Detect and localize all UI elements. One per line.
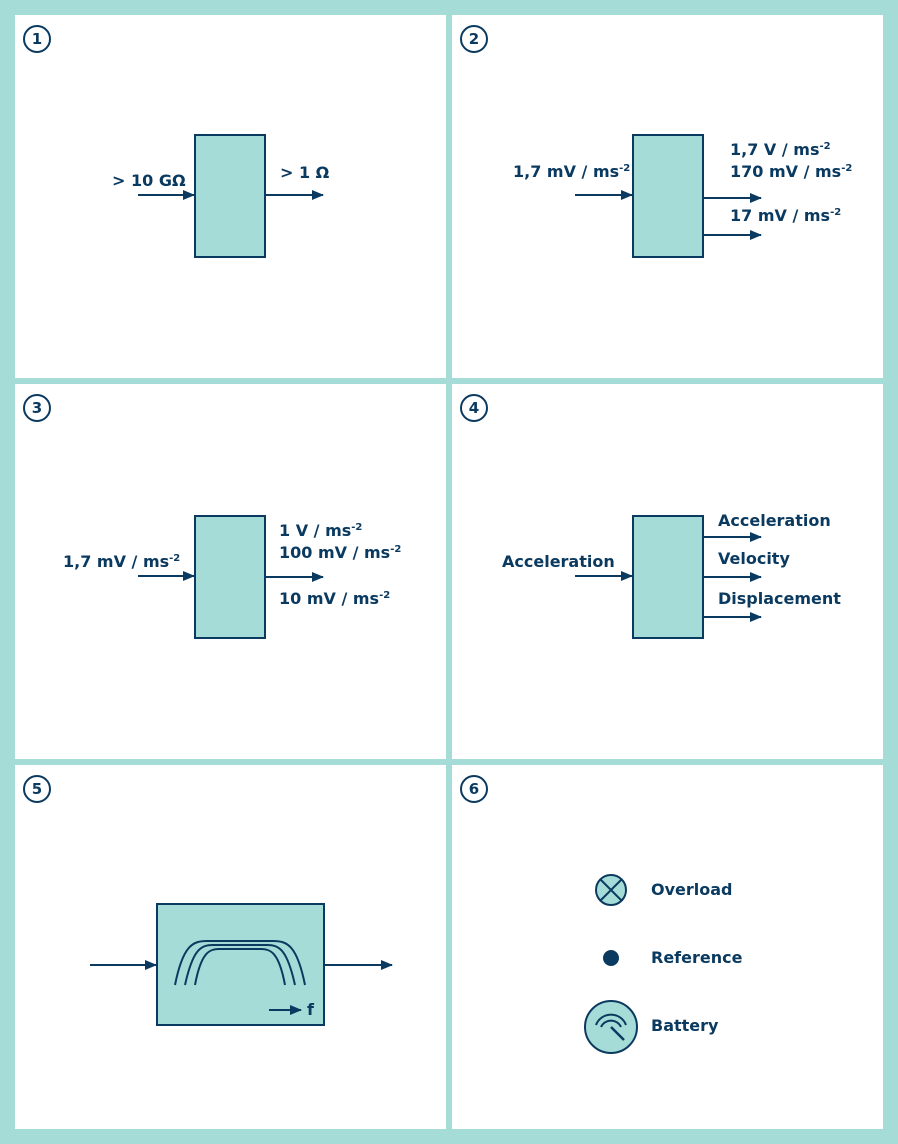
input-quantity-label: Acceleration: [502, 552, 615, 571]
panel-4: 4 Acceleration Acceleration Velocity Dis…: [452, 384, 883, 759]
output-sensitivity-3: 10 mV / ms-2: [279, 589, 391, 608]
block-4: [632, 515, 704, 639]
block-3: [194, 515, 266, 639]
block-2: [632, 134, 704, 258]
battery-icon: [584, 1000, 638, 1054]
block-1: [194, 134, 266, 258]
legend-overload-label: Overload: [651, 880, 733, 899]
output-velocity-label: Velocity: [718, 549, 790, 568]
panel-4-drawing: [575, 515, 762, 639]
overload-icon: [595, 874, 627, 906]
panel-number: 6: [460, 775, 488, 803]
input-sensitivity-label: 1,7 mV / ms-2: [513, 162, 631, 181]
panel-number: 1: [23, 25, 51, 53]
panel-1-drawing: [138, 134, 324, 258]
panel-number: 4: [460, 394, 488, 422]
filter-block: [156, 903, 325, 1026]
panel-number: 5: [23, 775, 51, 803]
panel-number: 2: [460, 25, 488, 53]
input-impedance-label: > 10 GΩ: [112, 171, 186, 190]
panel-1: 1 > 10 GΩ > 1 Ω: [15, 15, 446, 378]
legend-reference-label: Reference: [651, 948, 743, 967]
panel-3-drawing: [138, 515, 324, 639]
output-sensitivity-3: 17 mV / ms-2: [730, 206, 842, 225]
panel-number: 3: [23, 394, 51, 422]
panel-3: 3 1,7 mV / ms-2 1 V / ms-2 100 mV / ms-2…: [15, 384, 446, 759]
filter-curves-icon: [174, 940, 306, 986]
panel-5-drawing: [90, 903, 393, 1026]
input-sensitivity-label: 1,7 mV / ms-2: [63, 552, 181, 571]
output-sensitivity-1: 1,7 V / ms-2: [730, 140, 831, 159]
reference-icon: [603, 950, 619, 966]
output-sensitivity-1: 1 V / ms-2: [279, 521, 363, 540]
frequency-axis-label: f: [307, 1000, 314, 1019]
legend-battery-label: Battery: [651, 1016, 719, 1035]
panel-6: 6 Overload Reference Battery: [452, 765, 883, 1129]
output-sensitivity-2: 100 mV / ms-2: [279, 543, 402, 562]
panel-2-drawing: [575, 134, 762, 258]
output-displacement-label: Displacement: [718, 589, 841, 608]
panel-2: 2 1,7 mV / ms-2 1,7 V / ms-2 170 mV / ms…: [452, 15, 883, 378]
output-impedance-label: > 1 Ω: [280, 163, 330, 182]
output-sensitivity-2: 170 mV / ms-2: [730, 162, 853, 181]
panel-6-drawing: [584, 874, 638, 1054]
panel-5: 5 f: [15, 765, 446, 1129]
output-acceleration-label: Acceleration: [718, 511, 831, 530]
